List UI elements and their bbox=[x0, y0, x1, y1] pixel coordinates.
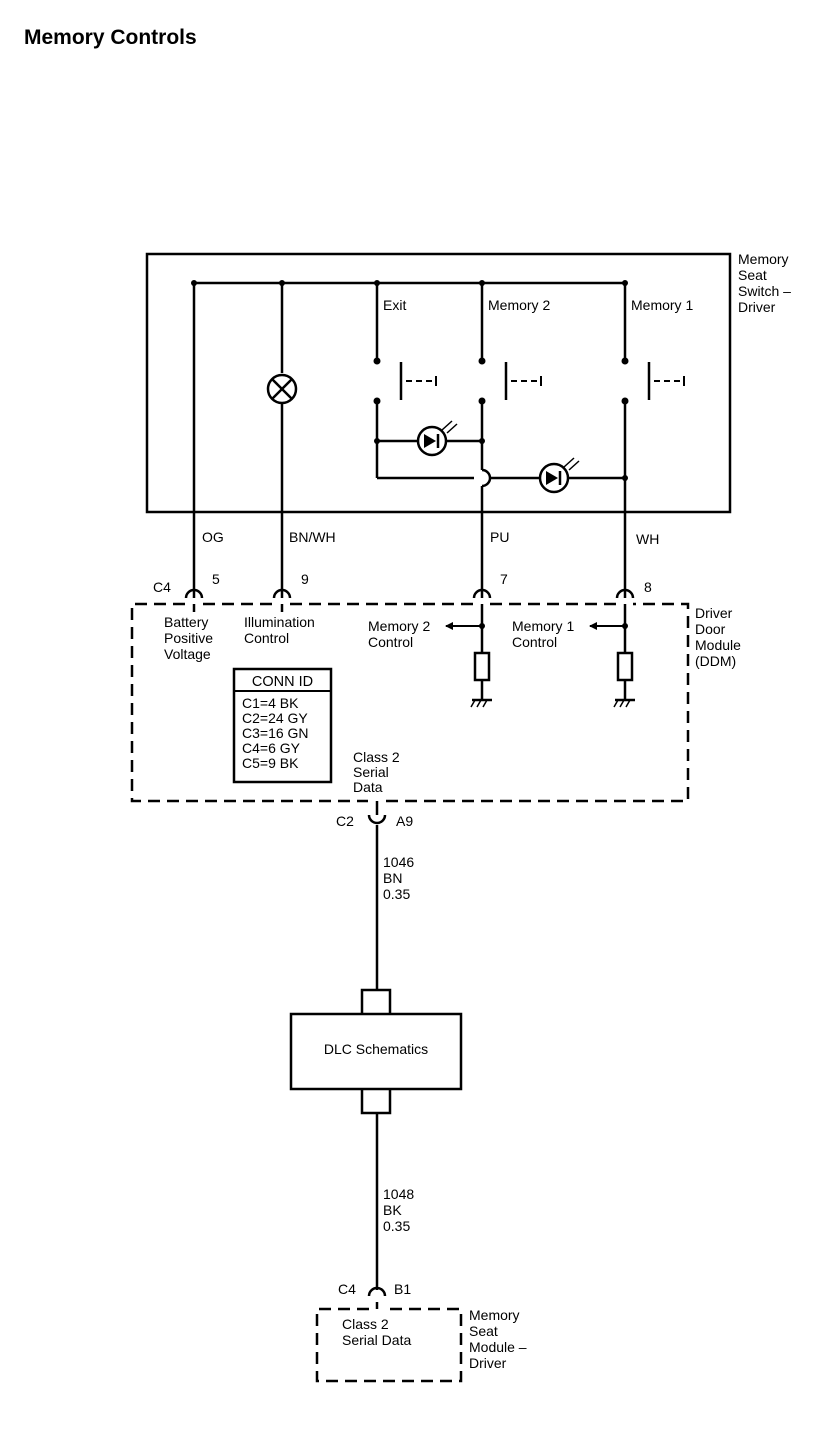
conn-id-row: C1=4 BK bbox=[242, 695, 299, 711]
svg-text:Driver: Driver bbox=[695, 605, 733, 621]
memory1-switch-icon bbox=[621, 357, 685, 405]
illumination-lamp-icon bbox=[266, 373, 298, 405]
connector-c2: C2 bbox=[336, 813, 354, 829]
memory1-label: Memory 1 bbox=[631, 297, 693, 313]
pin-7: 7 bbox=[500, 571, 508, 587]
pin-9: 9 bbox=[301, 571, 309, 587]
memory1-indicator-led-icon bbox=[538, 457, 580, 494]
svg-text:Memory: Memory bbox=[738, 251, 789, 267]
page-ref-tab-lower-icon bbox=[360, 1089, 392, 1115]
svg-text:Positive: Positive bbox=[164, 630, 213, 646]
connector-c4: C4 bbox=[153, 579, 171, 595]
svg-text:Memory 1: Memory 1 bbox=[512, 618, 574, 634]
msm-outline bbox=[315, 1307, 463, 1383]
svg-text:Door: Door bbox=[695, 621, 726, 637]
conn-id-row: C5=9 BK bbox=[242, 755, 299, 771]
svg-text:Class 2: Class 2 bbox=[353, 749, 400, 765]
memory-seat-module: Class 2 Serial Data Memory Seat Module –… bbox=[315, 1307, 527, 1383]
svg-text:Module –: Module – bbox=[469, 1339, 527, 1355]
msm-class2-label: Class 2 bbox=[342, 1316, 389, 1332]
svg-text:Battery: Battery bbox=[164, 614, 208, 630]
illumination-control-label: Illumination Control bbox=[244, 614, 315, 646]
page-ref-tab-upper-icon bbox=[360, 988, 392, 1014]
svg-text:Serial: Serial bbox=[353, 764, 389, 780]
pin-b1: B1 bbox=[394, 1281, 411, 1297]
wire-color-pu: PU bbox=[490, 529, 509, 545]
circuit-1046-label: 1046 BN 0.35 bbox=[383, 854, 414, 902]
conn-id-row: C2=24 GY bbox=[242, 710, 308, 726]
memory1-resistor-icon bbox=[616, 651, 634, 682]
svg-text:Control: Control bbox=[512, 634, 557, 650]
serial-data-connector-upper bbox=[367, 801, 387, 990]
serial-data-connector-lower bbox=[367, 1286, 387, 1309]
svg-text:Seat: Seat bbox=[469, 1323, 498, 1339]
svg-text:Switch –: Switch – bbox=[738, 283, 791, 299]
memory2-label: Memory 2 bbox=[488, 297, 550, 313]
svg-text:Memory 2: Memory 2 bbox=[368, 618, 430, 634]
memory2-ground-icon bbox=[470, 698, 492, 708]
svg-text:Illumination: Illumination bbox=[244, 614, 315, 630]
pin-8: 8 bbox=[644, 579, 652, 595]
pin-5: 5 bbox=[212, 571, 220, 587]
wire-color-bnwh: BN/WH bbox=[289, 529, 336, 545]
msm-serial-data-label: Serial Data bbox=[342, 1332, 411, 1348]
dlc-schematics-block[interactable]: DLC Schematics bbox=[289, 988, 463, 1115]
svg-text:(DDM): (DDM) bbox=[695, 653, 736, 669]
svg-text:Control: Control bbox=[368, 634, 413, 650]
pin-a9: A9 bbox=[396, 813, 413, 829]
memory2-switch-icon bbox=[478, 357, 542, 405]
memory2-control-label: Memory 2 Control bbox=[368, 618, 430, 650]
dlc-schematics-label: DLC Schematics bbox=[324, 1041, 428, 1057]
wire-crossover bbox=[481, 468, 492, 488]
svg-text:0.35: 0.35 bbox=[383, 886, 410, 902]
svg-text:Driver: Driver bbox=[738, 299, 776, 315]
svg-text:Voltage: Voltage bbox=[164, 646, 211, 662]
ddm-outline bbox=[130, 602, 690, 803]
page-title: Memory Controls bbox=[24, 26, 197, 49]
svg-text:0.35: 0.35 bbox=[383, 1218, 410, 1234]
ddm-connectors bbox=[184, 588, 635, 612]
ddm-name: Driver Door Module (DDM) bbox=[695, 605, 741, 669]
svg-text:1048: 1048 bbox=[383, 1186, 414, 1202]
memory2-resistor-icon bbox=[473, 651, 491, 682]
svg-text:1046: 1046 bbox=[383, 854, 414, 870]
svg-text:BK: BK bbox=[383, 1202, 402, 1218]
conn-id-row: C3=16 GN bbox=[242, 725, 309, 741]
svg-text:Data: Data bbox=[353, 779, 383, 795]
memory1-control-label: Memory 1 Control bbox=[512, 618, 574, 650]
svg-text:BN: BN bbox=[383, 870, 402, 886]
wire-color-wh: WH bbox=[636, 531, 659, 547]
msm-name: Memory Seat Module – Driver bbox=[469, 1307, 527, 1371]
switch-name: Memory Seat Switch – Driver bbox=[738, 251, 791, 315]
svg-text:Memory: Memory bbox=[469, 1307, 520, 1323]
memory1-ground-icon bbox=[613, 698, 635, 708]
switch-outline bbox=[145, 252, 732, 514]
driver-door-module: Battery Positive Voltage Illumination Co… bbox=[130, 602, 741, 803]
wire-color-og: OG bbox=[202, 529, 224, 545]
memory2-indicator-led-icon bbox=[416, 420, 458, 457]
svg-text:Control: Control bbox=[244, 630, 289, 646]
svg-text:Driver: Driver bbox=[469, 1355, 507, 1371]
circuit-1048-label: 1048 BK 0.35 bbox=[383, 1186, 414, 1234]
memory-seat-switch: Exit Memory 2 Memory 1 Memory Seat Switc… bbox=[145, 251, 791, 598]
svg-text:Seat: Seat bbox=[738, 267, 767, 283]
battery-voltage-label: Battery Positive Voltage bbox=[164, 614, 213, 662]
svg-text:Module: Module bbox=[695, 637, 741, 653]
class2-serial-data-label: Class 2 Serial Data bbox=[353, 749, 400, 795]
conn-id-row: C4=6 GY bbox=[242, 740, 301, 756]
conn-id-table: CONN ID C1=4 BK C2=24 GY C3=16 GN C4=6 G… bbox=[232, 667, 333, 784]
conn-id-title: CONN ID bbox=[252, 674, 313, 690]
exit-label: Exit bbox=[383, 297, 406, 313]
connector-c4-lower: C4 bbox=[338, 1281, 356, 1297]
